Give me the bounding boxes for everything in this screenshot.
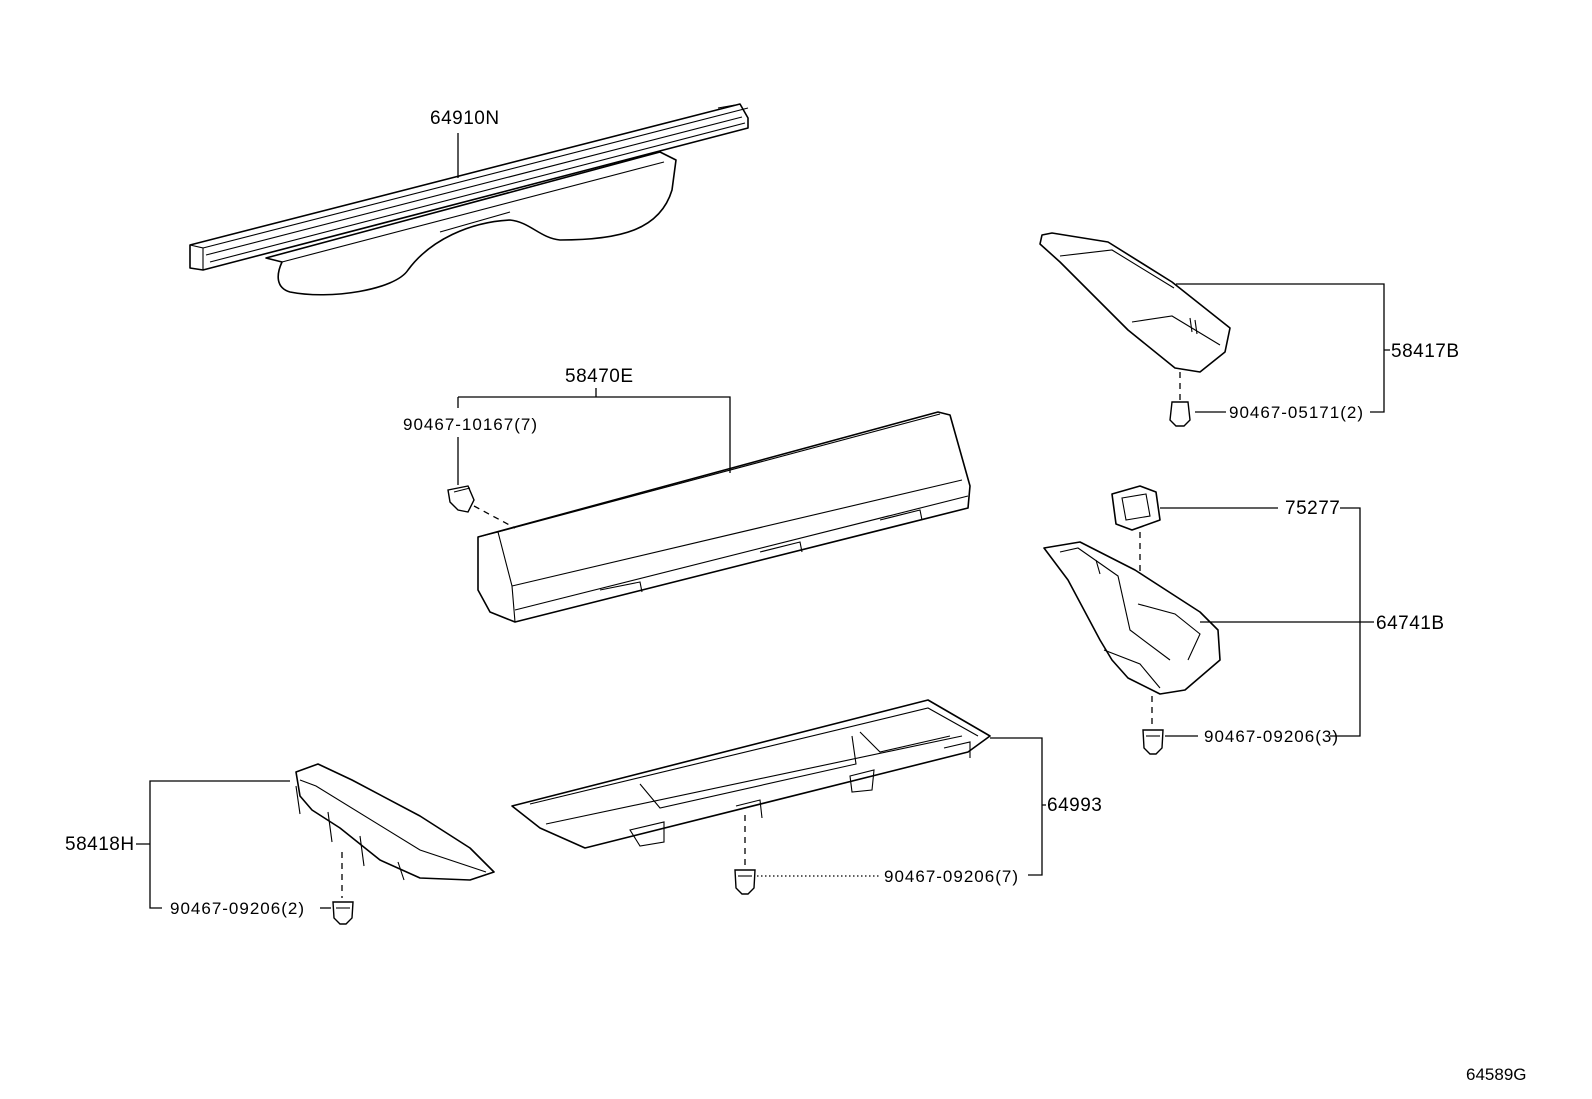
- right-clip-drawing: [1169, 401, 1191, 427]
- front-clip-drawing: [447, 485, 475, 513]
- label-64741B: 64741B: [1376, 613, 1445, 634]
- label-64993: 64993: [1047, 795, 1102, 816]
- tonneau-cover-drawing: [189, 103, 749, 296]
- dashed-line-front-clip: [473, 505, 516, 529]
- label-58470E: 58470E: [565, 366, 634, 387]
- side-cover-right-drawing: [1039, 232, 1231, 373]
- label-64910N: 64910N: [430, 108, 500, 129]
- label-90467-10167: 90467-10167(7): [403, 415, 538, 434]
- tray-clip-drawing: [734, 869, 756, 895]
- label-58417B: 58417B: [1391, 341, 1460, 362]
- label-90467-09206-3: 90467-09206(3): [1204, 727, 1339, 746]
- leader-58417B: [1176, 283, 1390, 413]
- leader-64993: [990, 737, 1046, 876]
- side-trim-left-drawing: [295, 763, 495, 881]
- label-90467-05171: 90467-05171(2): [1229, 403, 1364, 422]
- label-75277: 75277: [1285, 498, 1340, 519]
- diagram-id: 64589G: [1466, 1065, 1527, 1084]
- deck-side-box-drawing: [1043, 541, 1221, 695]
- label-90467-09206-7: 90467-09206(7): [884, 867, 1019, 886]
- leader-58418H: [136, 780, 290, 909]
- label-90467-09206-2: 90467-09206(2): [170, 899, 305, 918]
- box-clip-drawing: [1142, 729, 1164, 755]
- label-58418H: 58418H: [65, 834, 135, 855]
- under-tray-drawing: [511, 699, 991, 849]
- left-clip-drawing: [332, 901, 354, 925]
- seal-drawing: [1111, 485, 1161, 531]
- deck-trim-drawing: [477, 411, 971, 623]
- leader-58470E: [457, 388, 731, 473]
